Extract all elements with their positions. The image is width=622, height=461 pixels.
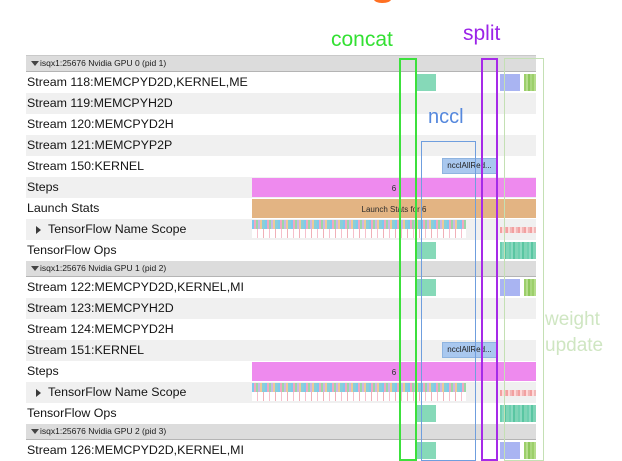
trace-row-label: Stream 126:MEMCPYD2D,KERNEL,MI: [27, 440, 252, 461]
annotation-weight-update-line1: weight: [545, 309, 600, 330]
nccl-allreduce-event[interactable]: ncclAllRed...: [442, 158, 497, 174]
trace-group-header[interactable]: isqx1:25676 Nvidia GPU 2 (pid 3): [26, 424, 536, 440]
name-scope-tail: [500, 390, 536, 396]
row-track: [252, 219, 536, 240]
trace-row[interactable]: Stream 118:MEMCPYD2D,KERNEL,ME: [26, 72, 536, 93]
trace-row-label: Stream 150:KERNEL: [27, 156, 252, 177]
row-track: [252, 135, 536, 156]
chevron-down-icon: [31, 266, 39, 271]
name-scope-bar-top: [252, 220, 466, 229]
trace-row[interactable]: Steps 6: [26, 177, 536, 198]
weight-update-block: [524, 74, 536, 91]
chevron-down-icon: [31, 429, 39, 434]
memcpy-block: [416, 442, 436, 459]
orange-marker-icon: [374, 0, 391, 3]
trace-group-header-label: isqx1:25676 Nvidia GPU 0 (pid 1): [40, 58, 167, 68]
memcpy-block: [416, 279, 436, 296]
steps-value: 6: [391, 184, 397, 193]
trace-row[interactable]: Launch Stats Launch Stats for 6: [26, 198, 536, 219]
trace-row-label: Stream 123:MEMCPYH2D: [27, 298, 252, 319]
row-track: Launch Stats for 6: [252, 198, 536, 219]
chevron-right-icon[interactable]: [36, 226, 41, 234]
name-scope-bar-bottom: [252, 229, 466, 238]
trace-row-label: Stream 118:MEMCPYD2D,KERNEL,ME: [27, 72, 252, 93]
annotation-concat: concat: [331, 28, 393, 51]
trace-group-header[interactable]: isqx1:25676 Nvidia GPU 1 (pid 2): [26, 261, 536, 277]
trace-row[interactable]: Stream 150:KERNEL ncclAllRed...: [26, 156, 536, 177]
trace-row-label: Stream 124:MEMCPYD2H: [27, 319, 252, 340]
trace-row-label: TensorFlow Name Scope: [27, 382, 252, 403]
row-track: [252, 93, 536, 114]
launch-stats-bar[interactable]: Launch Stats for 6: [252, 199, 536, 218]
trace-row-label: Stream 122:MEMCPYD2D,KERNEL,MI: [27, 277, 252, 298]
trace-row[interactable]: Stream 121:MEMCPYP2P: [26, 135, 536, 156]
row-track: [252, 240, 536, 261]
trace-row-label: TensorFlow Ops: [27, 240, 252, 261]
row-track: [252, 440, 536, 461]
trace-row[interactable]: Stream 124:MEMCPYD2H: [26, 319, 536, 340]
trace-group-header-label: isqx1:25676 Nvidia GPU 1 (pid 2): [40, 263, 167, 273]
ops-teal-block: [500, 242, 536, 259]
split-block: [500, 442, 520, 459]
trace-row[interactable]: TensorFlow Ops: [26, 240, 536, 261]
trace-row[interactable]: Stream 126:MEMCPYD2D,KERNEL,MI: [26, 440, 536, 461]
trace-row-label: Stream 151:KERNEL: [27, 340, 252, 361]
annotation-weight-update-line2: update: [545, 335, 604, 356]
trace-row-label: Steps: [27, 361, 252, 382]
row-track: [252, 114, 536, 135]
row-track: [252, 72, 536, 93]
trace-row-label: TensorFlow Ops: [27, 403, 252, 424]
chevron-down-icon: [31, 61, 39, 66]
ops-teal-block: [500, 405, 536, 422]
row-track: ncclAllRed...: [252, 156, 536, 177]
trace-row-label: Stream 121:MEMCPYP2P: [27, 135, 252, 156]
name-scope-bar-bottom: [252, 392, 466, 401]
trace-row-label: Launch Stats: [27, 198, 252, 219]
annotation-weight-update: weight update: [545, 307, 603, 359]
trace-row-label: Stream 120:MEMCPYD2H: [27, 114, 252, 135]
trace-row-label: TensorFlow Name Scope: [27, 219, 252, 240]
steps-bar[interactable]: 6: [252, 178, 536, 197]
trace-row[interactable]: Stream 151:KERNEL ncclAllRed...: [26, 340, 536, 361]
ops-concat-block: [416, 242, 436, 259]
name-scope-bar-top: [252, 383, 466, 392]
chevron-right-icon[interactable]: [36, 389, 41, 397]
row-track: 6: [252, 177, 536, 198]
steps-value: 6: [391, 368, 397, 377]
row-track: [252, 298, 536, 319]
trace-row-label: Steps: [27, 177, 252, 198]
weight-update-block: [524, 442, 536, 459]
trace-row[interactable]: TensorFlow Name Scope: [26, 382, 536, 403]
trace-timeline-panel[interactable]: isqx1:25676 Nvidia GPU 0 (pid 1) Stream 1…: [26, 55, 536, 461]
trace-row[interactable]: Stream 120:MEMCPYD2H: [26, 114, 536, 135]
ops-concat-block: [416, 405, 436, 422]
steps-bar[interactable]: 6: [252, 362, 536, 381]
trace-row[interactable]: Stream 119:MEMCPYH2D: [26, 93, 536, 114]
annotation-split: split: [463, 22, 501, 45]
trace-row[interactable]: Stream 122:MEMCPYD2D,KERNEL,MI: [26, 277, 536, 298]
row-track: 6: [252, 361, 536, 382]
memcpy-block: [416, 74, 436, 91]
row-track: [252, 382, 536, 403]
row-track: [252, 319, 536, 340]
split-block: [500, 279, 520, 296]
row-track: ncclAllRed...: [252, 340, 536, 361]
trace-group-header[interactable]: isqx1:25676 Nvidia GPU 0 (pid 1): [26, 56, 536, 72]
launch-stats-value: Launch Stats for 6: [361, 205, 427, 214]
name-scope-tail: [500, 227, 536, 233]
row-track: [252, 403, 536, 424]
split-block: [500, 74, 520, 91]
trace-row[interactable]: TensorFlow Ops: [26, 403, 536, 424]
trace-row[interactable]: Stream 123:MEMCPYH2D: [26, 298, 536, 319]
nccl-allreduce-event[interactable]: ncclAllRed...: [442, 342, 497, 358]
trace-row-label: Stream 119:MEMCPYH2D: [27, 93, 252, 114]
trace-row[interactable]: Steps 6: [26, 361, 536, 382]
trace-group-header-label: isqx1:25676 Nvidia GPU 2 (pid 3): [40, 426, 167, 436]
weight-update-block: [524, 279, 536, 296]
row-track: [252, 277, 536, 298]
trace-row[interactable]: TensorFlow Name Scope: [26, 219, 536, 240]
